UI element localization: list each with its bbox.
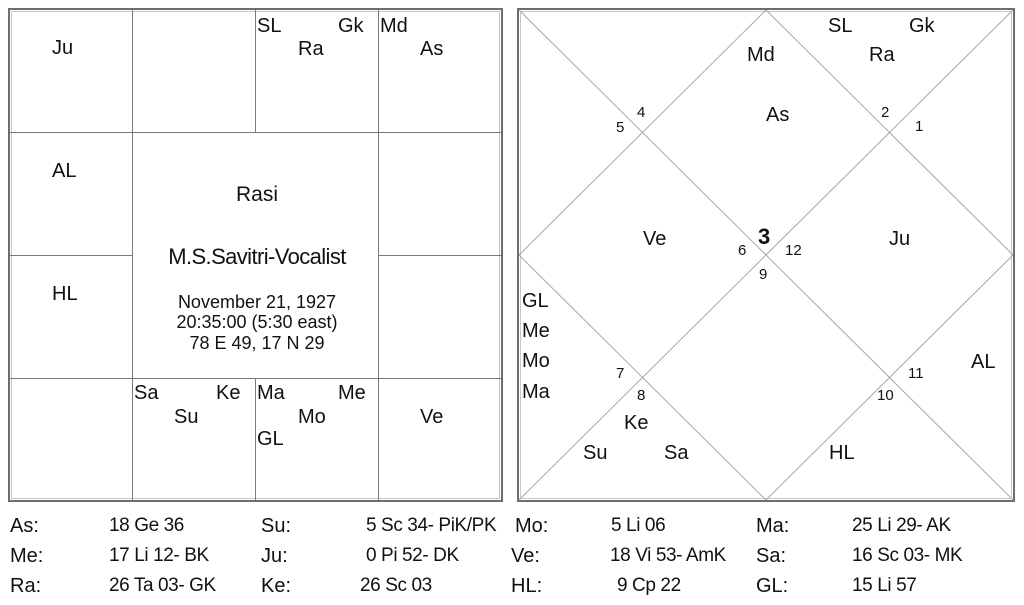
planet-ra: Ra — [869, 44, 895, 66]
grid-line — [378, 255, 501, 256]
planet-ve: Ve — [643, 228, 667, 250]
position-value: 9 Cp 22 — [617, 575, 681, 596]
planet-gk: Gk — [338, 15, 364, 37]
house-number-12b: 12 — [785, 242, 802, 259]
house-number-7: 7 — [616, 365, 625, 382]
planet-md: Md — [747, 44, 775, 66]
planet-gl: GL — [257, 428, 284, 450]
planet-me: Me — [338, 382, 366, 404]
position-value: 5 Li 06 — [611, 515, 666, 536]
position-label: Mo: — [515, 515, 549, 537]
planet-gk: Gk — [909, 15, 935, 37]
position-value: 26 Ta 03- GK — [109, 575, 216, 596]
position-label: Ma: — [756, 515, 790, 537]
position-label: As: — [10, 515, 39, 537]
position-label: Ve: — [511, 545, 540, 567]
position-value: 5 Sc 34- PiK/PK — [366, 515, 497, 536]
grid-line — [10, 132, 501, 133]
planet-as: As — [420, 38, 444, 60]
planet-al: AL — [52, 160, 77, 182]
planet-hl: HL — [52, 283, 78, 305]
position-label: Ju: — [261, 545, 288, 567]
planet-ke: Ke — [216, 382, 241, 404]
position-label: Ke: — [261, 575, 292, 597]
position-label: Ra: — [10, 575, 42, 597]
position-label: Sa: — [756, 545, 787, 567]
planet-ju: Ju — [889, 228, 911, 250]
planet-sa: Sa — [664, 442, 689, 464]
position-value: 0 Pi 52- DK — [366, 545, 459, 566]
house-number-11: 1 — [915, 118, 924, 135]
planet-ma: Ma — [522, 381, 550, 403]
house-number-5: 5 — [616, 119, 625, 136]
north-indian-chart: 1 2 3 4 5 6 7 8 9 10 11 12 Md As SL Gk R… — [517, 8, 1015, 502]
position-value: 18 Vi 53- AmK — [610, 545, 726, 566]
planet-md: Md — [380, 15, 408, 37]
house-number-4: 4 — [637, 104, 646, 121]
grid-line — [255, 10, 256, 133]
position-value: 26 Sc 03 — [360, 575, 432, 596]
position-label: GL: — [756, 575, 789, 597]
birth-time: 20:35:00 (5:30 east) — [176, 312, 338, 332]
planet-mo: Mo — [522, 350, 550, 372]
house-number-8: 8 — [637, 387, 646, 404]
position-value: 25 Li 29- AK — [852, 515, 951, 536]
planet-su: Su — [583, 442, 608, 464]
planet-sl: SL — [257, 15, 282, 37]
house-number-10: 10 — [877, 387, 894, 404]
planet-al: AL — [971, 351, 996, 373]
grid-line — [255, 378, 256, 500]
grid-line — [10, 255, 132, 256]
planet-sl: SL — [828, 15, 853, 37]
planet-as: As — [766, 104, 790, 126]
south-indian-rasi-chart: Ju SL Gk Ra Md As AL HL Sa Ke Su Ma Me M… — [8, 8, 503, 502]
planet-me: Me — [522, 320, 550, 342]
position-value: 15 Li 57 — [852, 575, 917, 596]
planet-su: Su — [174, 406, 199, 428]
planet-ra: Ra — [298, 38, 324, 60]
planet-hl: HL — [829, 442, 855, 464]
grid-line — [10, 378, 501, 379]
planet-ke: Ke — [624, 412, 649, 434]
chart-diagonals — [519, 10, 1013, 500]
birth-coordinates: 78 E 49, 17 N 29 — [189, 333, 325, 353]
planet-ma: Ma — [257, 382, 285, 404]
position-value: 16 Sc 03- MK — [852, 545, 963, 566]
house-number-ascendant: 3 — [758, 224, 771, 249]
position-value: 17 Li 12- BK — [109, 545, 209, 566]
planet-mo: Mo — [298, 406, 326, 428]
position-label: Su: — [261, 515, 292, 537]
house-number-6: 6 — [738, 242, 747, 259]
position-label: Me: — [10, 545, 44, 567]
person-name: M.S.Savitri-Vocalist — [168, 244, 346, 269]
planet-gl: GL — [522, 290, 549, 312]
house-number-12: 2 — [881, 104, 890, 121]
position-value: 18 Ge 36 — [109, 515, 184, 536]
planet-ju: Ju — [52, 37, 74, 59]
house-number-11b: 11 — [908, 365, 924, 382]
birth-date: November 21, 1927 — [177, 292, 337, 312]
planet-ve: Ve — [420, 406, 444, 428]
chart-name: Rasi — [235, 183, 278, 206]
position-label: HL: — [511, 575, 543, 597]
house-number-9: 9 — [759, 266, 768, 283]
planet-sa: Sa — [134, 382, 159, 404]
grid-line — [132, 10, 133, 500]
